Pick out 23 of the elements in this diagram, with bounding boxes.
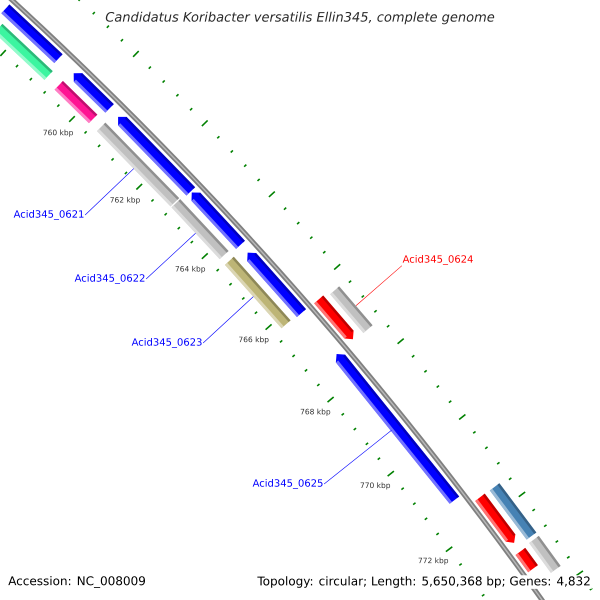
gene-label: Acid345_0622 <box>74 274 144 284</box>
gene-block <box>192 192 245 249</box>
gene-label: Acid345_0623 <box>132 338 202 348</box>
gene-block <box>330 286 373 334</box>
leader-line <box>84 168 134 216</box>
gene-label: Acid345_0621 <box>14 210 84 220</box>
gene-block <box>516 548 538 572</box>
footer-text: Accession: NC_008009 <box>7 575 147 589</box>
leader-line <box>146 232 196 280</box>
leader-line <box>202 296 254 344</box>
gene-block <box>118 116 196 196</box>
footer-text: Topology: circular; Length: 5,650,368 bp; Genes: 4,832 <box>256 575 592 589</box>
gene-block <box>1 4 63 63</box>
leader-line <box>324 430 392 484</box>
leader-line <box>356 265 402 306</box>
gene-block <box>529 536 561 573</box>
gene-label: Acid345_0624 <box>402 255 473 265</box>
title: Candidatus Koribacter versatilis Ellin345, complete genome <box>106 12 494 24</box>
gene-label: Acid345_0625 <box>252 479 323 489</box>
gene-block <box>490 483 536 540</box>
gene-block <box>336 354 460 504</box>
gene-block <box>74 73 114 113</box>
gene-block <box>247 252 306 318</box>
